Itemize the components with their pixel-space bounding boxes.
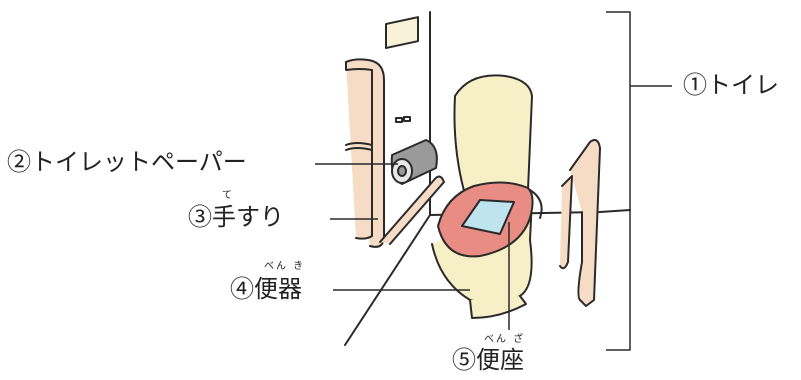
right-handrail [569,139,601,307]
label-handrail: ③手すり [188,203,284,231]
label-toilet-paper: ②トイレットペーパー [7,148,247,176]
label-toilet: ①トイレ [683,71,779,99]
ruby-toilet-bowl: べん き [264,261,306,272]
toilet-tank [453,74,533,199]
ruby-toilet-seat: べん ざ [484,334,526,345]
control-panel [385,16,419,49]
diagonal-handrail [379,175,445,245]
ruby-handrail: て [222,190,234,201]
bracket-toilet [606,11,631,351]
floor-line-left [344,214,431,346]
toilet-water [461,199,515,235]
label-toilet-bowl: ④便器 [230,275,302,303]
label-toilet-seat: ⑤便座 [452,346,524,374]
